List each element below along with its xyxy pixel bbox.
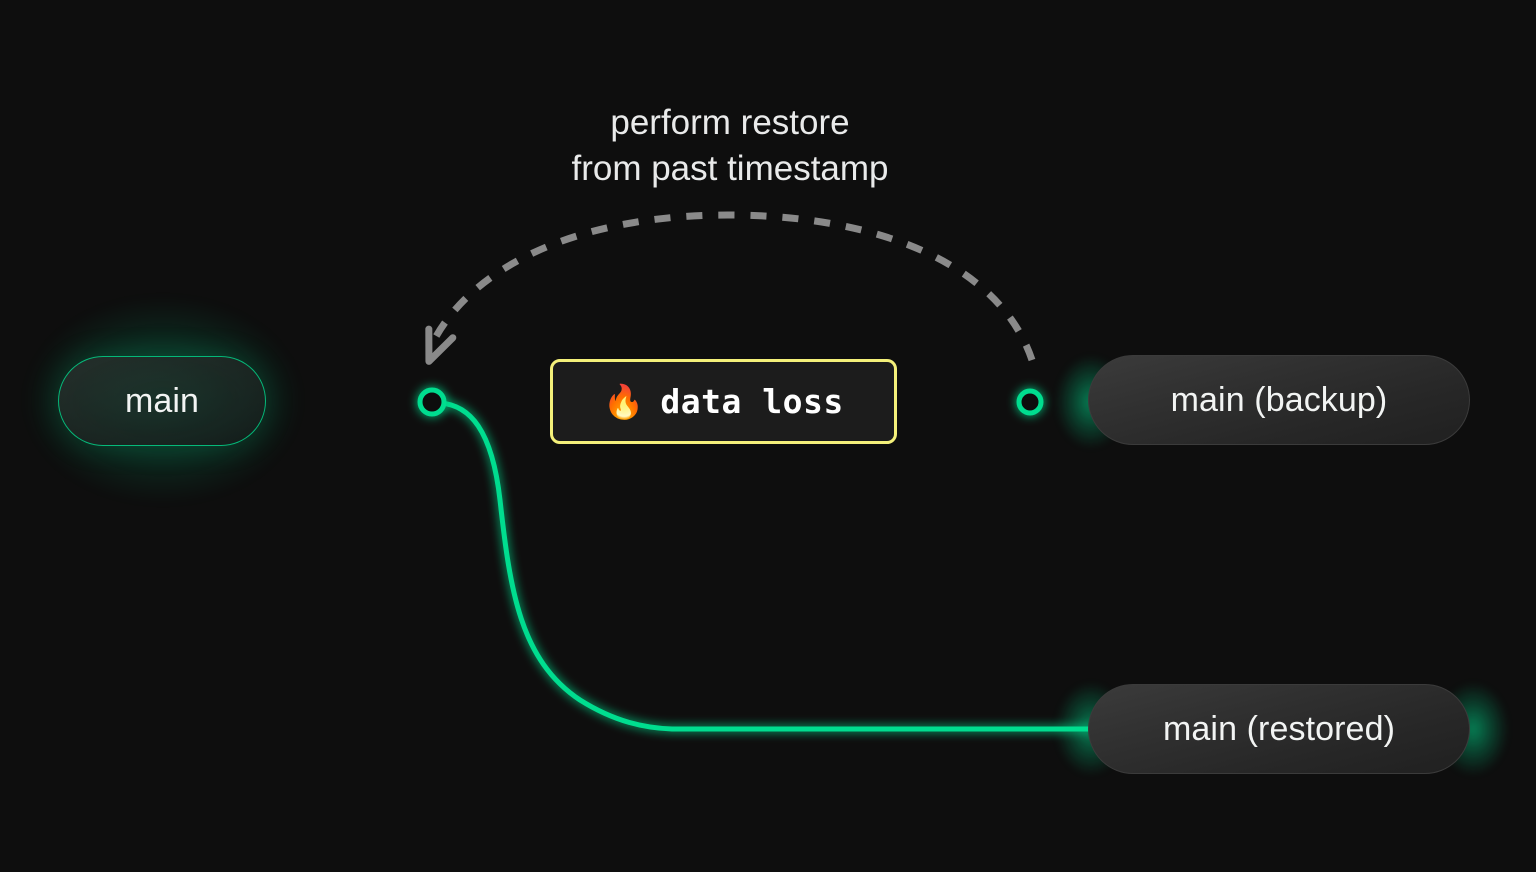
annotation-line-1: perform restore	[610, 103, 850, 142]
restore-annotation-label: perform restore from past timestamp	[430, 100, 1030, 192]
annotation-line-2: from past timestamp	[571, 149, 889, 188]
data-loss-label: data loss	[660, 382, 844, 421]
fire-emoji: 🔥	[603, 383, 645, 420]
node-main-backup[interactable]: main (backup)	[1088, 355, 1470, 445]
node-main-restored[interactable]: main (restored)	[1088, 684, 1470, 774]
node-main-backup-label: main (backup)	[1170, 380, 1388, 419]
node-main-restored-label: main (restored)	[1162, 709, 1395, 748]
node-main[interactable]: main	[58, 356, 266, 446]
connector-backup-point[interactable]	[1016, 388, 1044, 416]
connector-branch-point[interactable]	[417, 387, 447, 417]
node-main-label: main	[124, 381, 200, 420]
restore-arrowhead-icon	[425, 325, 457, 365]
edge-branch-to-restored	[437, 400, 1093, 732]
edge-restore-dashed-arc	[428, 211, 1036, 362]
data-loss-event-box[interactable]: 🔥 data loss	[550, 359, 897, 444]
